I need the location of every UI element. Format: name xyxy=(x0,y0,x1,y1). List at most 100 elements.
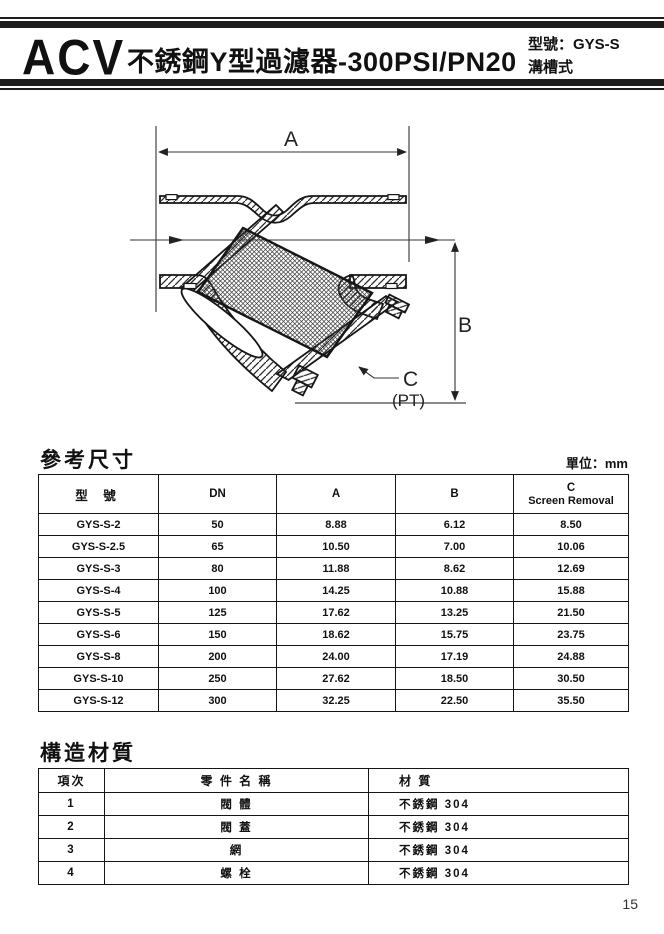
col-header-part: 零 件 名 稱 xyxy=(104,768,369,793)
page-number: 15 xyxy=(622,896,638,912)
table-cell: 200 xyxy=(158,645,277,668)
label-c: C (PT) xyxy=(358,366,425,410)
table-cell: GYS-S-2.5 xyxy=(38,535,159,558)
col-header-model: 型 號 xyxy=(38,474,159,514)
col-header-material: 材 質 xyxy=(368,768,629,793)
table-cell: 不銹鋼 304 xyxy=(368,838,629,862)
table-cell: GYS-S-12 xyxy=(38,689,159,712)
table-cell: GYS-S-5 xyxy=(38,601,159,624)
table-cell: 2 xyxy=(38,815,105,839)
table-cell: 300 xyxy=(158,689,277,712)
strainer-drawing: A B xyxy=(130,126,472,410)
table-cell: 17.62 xyxy=(276,601,396,624)
col-header-c-sub: Screen Removal xyxy=(528,494,614,507)
col-header-c-main: C xyxy=(566,481,576,494)
table-cell: 100 xyxy=(158,579,277,602)
table-cell: 50 xyxy=(158,513,277,536)
table-cell: 18.50 xyxy=(395,667,514,690)
table-cell: 18.62 xyxy=(276,623,396,646)
table-cell: 不銹鋼 304 xyxy=(368,792,629,816)
acv-logo: ACV xyxy=(22,29,126,86)
table-cell: 13.25 xyxy=(395,601,514,624)
header-bottom-thin-rule xyxy=(0,88,664,90)
table-cell: 1 xyxy=(38,792,105,816)
table-cell: 網 xyxy=(104,838,369,862)
table-cell: 27.62 xyxy=(276,667,396,690)
model-block: 型號：GYS-S 溝槽式 xyxy=(528,33,620,79)
groove-notches xyxy=(165,193,400,290)
table-cell: 35.50 xyxy=(513,689,629,712)
table-cell: GYS-S-10 xyxy=(38,667,159,690)
header-top-thin-rule xyxy=(0,17,664,19)
table-cell: 閥 蓋 xyxy=(104,815,369,839)
pipe-top-wall xyxy=(159,195,407,224)
dimension-b: B xyxy=(295,242,472,404)
flange-bolts xyxy=(384,293,411,320)
col-header-c: C Screen Removal xyxy=(513,474,629,514)
dim-c-label: C xyxy=(403,368,418,391)
table-cell: 10.88 xyxy=(395,579,514,602)
page-title: 不銹鋼Y型過濾器-300PSI/PN20 xyxy=(127,47,517,77)
table-cell: 17.19 xyxy=(395,645,514,668)
table-cell: GYS-S-8 xyxy=(38,645,159,668)
table-cell: 10.50 xyxy=(276,535,396,558)
materials-section-title: 構造材質 xyxy=(40,742,136,765)
table-cell: 21.50 xyxy=(513,601,629,624)
table-cell: 23.75 xyxy=(513,623,629,646)
model-number: 型號：GYS-S xyxy=(528,36,620,53)
table-cell: 15.75 xyxy=(395,623,514,646)
table-cell: 7.00 xyxy=(395,535,514,558)
screen-mesh xyxy=(196,226,374,359)
dim-a-label: A xyxy=(284,128,298,151)
table-cell: GYS-S-2 xyxy=(38,513,159,536)
table-cell: 80 xyxy=(158,557,277,580)
dim-b-label: B xyxy=(458,314,472,337)
table-cell: 螺 栓 xyxy=(104,861,369,885)
table-cell: GYS-S-3 xyxy=(38,557,159,580)
header-top-thick-rule xyxy=(0,21,664,28)
table-cell: 4 xyxy=(38,861,105,885)
table-cell: 22.50 xyxy=(395,689,514,712)
table-cell: 15.88 xyxy=(513,579,629,602)
table-cell: GYS-S-6 xyxy=(38,623,159,646)
table-cell: 閥 體 xyxy=(104,792,369,816)
drain-plug xyxy=(290,364,320,397)
col-header-item: 項次 xyxy=(38,768,105,793)
table-cell: 不銹鋼 304 xyxy=(368,815,629,839)
table-cell: 150 xyxy=(158,623,277,646)
table-cell: 125 xyxy=(158,601,277,624)
table-cell: 30.50 xyxy=(513,667,629,690)
table-cell: 250 xyxy=(158,667,277,690)
table-cell: 8.88 xyxy=(276,513,396,536)
header-bottom-thick-rule xyxy=(0,79,664,86)
table-cell: 12.69 xyxy=(513,557,629,580)
table-cell: 32.25 xyxy=(276,689,396,712)
dimensions-table-header-row: 型 號 DN A B C Screen Removal xyxy=(38,474,629,514)
table-cell: 24.88 xyxy=(513,645,629,668)
col-header-b: B xyxy=(395,474,514,514)
table-cell: 24.00 xyxy=(276,645,396,668)
table-cell: 不銹鋼 304 xyxy=(368,861,629,885)
table-cell: 6.12 xyxy=(395,513,514,536)
table-cell: 8.62 xyxy=(395,557,514,580)
connection-type: 溝槽式 xyxy=(528,59,574,76)
materials-table-header-row: 項次 零 件 名 稱 材 質 xyxy=(38,768,629,793)
dimension-a: A xyxy=(155,126,410,312)
basket-opening xyxy=(180,287,264,359)
table-cell: 14.25 xyxy=(276,579,396,602)
